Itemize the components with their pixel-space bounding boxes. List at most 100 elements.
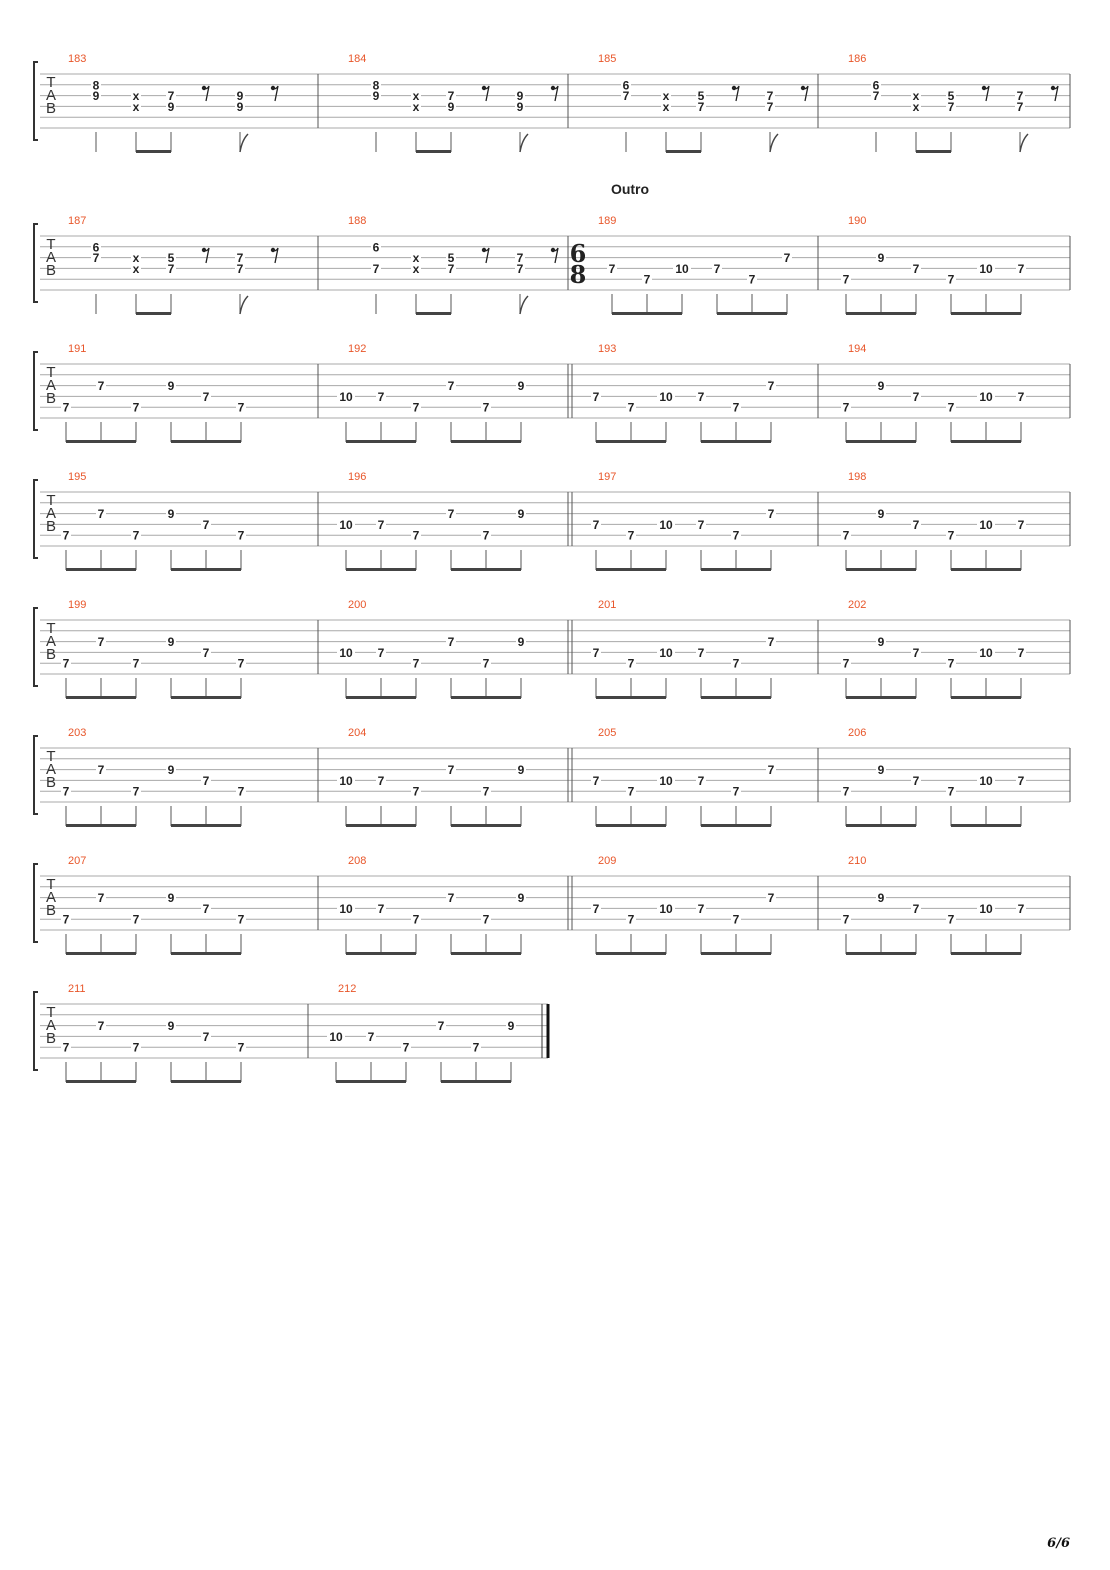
fret-number: 7 bbox=[133, 1041, 140, 1055]
fret-number-mask bbox=[841, 785, 851, 798]
fret-number-mask bbox=[731, 401, 741, 414]
fret-number-mask bbox=[131, 785, 141, 798]
fret-number-mask bbox=[337, 902, 355, 915]
fret-number-mask bbox=[235, 262, 245, 275]
fret-number-mask bbox=[371, 89, 381, 102]
eighth-rest bbox=[203, 85, 210, 102]
fret-number-mask bbox=[446, 89, 456, 102]
fret-number-mask bbox=[96, 379, 106, 392]
time-signature-top: 6 bbox=[570, 239, 587, 268]
eighth-rest bbox=[483, 247, 490, 264]
fret-number-mask bbox=[481, 401, 491, 414]
fret-number-mask bbox=[731, 913, 741, 926]
fret-number-mask bbox=[131, 529, 141, 542]
fret-number: 7 bbox=[203, 646, 210, 660]
measure-number: 199 bbox=[68, 599, 86, 611]
beam bbox=[346, 696, 416, 699]
fret-number-mask bbox=[657, 774, 675, 787]
beam bbox=[846, 440, 916, 443]
measure-number: 209 bbox=[598, 855, 616, 867]
system-bracket bbox=[33, 479, 38, 559]
tab-clef-letter: B bbox=[46, 262, 56, 279]
fret-number: 6 bbox=[373, 240, 380, 254]
fret-number-mask bbox=[337, 390, 355, 403]
fret-number-mask bbox=[696, 774, 706, 787]
beam bbox=[416, 150, 451, 153]
beam bbox=[717, 312, 787, 315]
fret-number: 7 bbox=[843, 913, 850, 927]
fret-number: 9 bbox=[168, 891, 175, 905]
measure-number: 210 bbox=[848, 855, 866, 867]
fret-number-mask bbox=[1016, 390, 1026, 403]
fret-number: 9 bbox=[518, 507, 525, 521]
fret-number: 9 bbox=[93, 89, 100, 103]
fret-number: 7 bbox=[483, 529, 490, 543]
fret-number: 7 bbox=[63, 401, 70, 415]
fret-number: 10 bbox=[979, 390, 993, 404]
beam bbox=[66, 824, 136, 827]
eighth-rest bbox=[552, 85, 559, 102]
fret-number: 7 bbox=[843, 401, 850, 415]
fret-number: 7 bbox=[593, 774, 600, 788]
fret-number: 7 bbox=[98, 635, 105, 649]
fret-number: 9 bbox=[518, 763, 525, 777]
measure-number: 204 bbox=[348, 727, 366, 739]
fret-number-mask bbox=[236, 529, 246, 542]
fret-number: 7 bbox=[913, 902, 920, 916]
fret-number-mask bbox=[1016, 646, 1026, 659]
eighth-rest bbox=[203, 247, 210, 264]
fret-number-mask bbox=[371, 240, 381, 253]
beam bbox=[701, 568, 771, 571]
fret-number-mask bbox=[946, 401, 956, 414]
fret-number-mask bbox=[657, 518, 675, 531]
beam bbox=[596, 440, 666, 443]
fret-number: 10 bbox=[659, 902, 673, 916]
fret-number-mask bbox=[516, 891, 526, 904]
fret-number: 7 bbox=[1018, 262, 1025, 276]
beam bbox=[701, 952, 771, 955]
beam bbox=[66, 952, 136, 955]
measure-number: 195 bbox=[68, 471, 86, 483]
fret-number-mask bbox=[977, 774, 995, 787]
fret-number-mask bbox=[516, 763, 526, 776]
fret-number-mask bbox=[876, 635, 886, 648]
fret-number: 5 bbox=[948, 89, 955, 103]
measure-number: 188 bbox=[348, 215, 366, 227]
beam bbox=[701, 696, 771, 699]
fret-number: 9 bbox=[237, 89, 244, 103]
fret-number-mask bbox=[1016, 262, 1026, 275]
measure-number: 198 bbox=[848, 471, 866, 483]
beam bbox=[666, 150, 701, 153]
fret-number: 9 bbox=[878, 763, 885, 777]
fret-number-mask bbox=[61, 657, 71, 670]
eighth-rest bbox=[272, 85, 279, 102]
fret-number: 7 bbox=[238, 529, 245, 543]
fret-number: 7 bbox=[133, 657, 140, 671]
beam bbox=[596, 568, 666, 571]
fret-number: 7 bbox=[483, 401, 490, 415]
dead-note: x bbox=[413, 89, 420, 103]
fret-number-mask bbox=[337, 518, 355, 531]
fret-number-mask bbox=[731, 529, 741, 542]
fret-number-mask bbox=[696, 390, 706, 403]
beam bbox=[346, 440, 416, 443]
fret-number: 7 bbox=[483, 657, 490, 671]
tab-clef-letter: A bbox=[46, 249, 56, 266]
fret-number: 8 bbox=[373, 78, 380, 92]
beam bbox=[66, 1080, 136, 1083]
fret-number-mask bbox=[131, 251, 141, 264]
beam bbox=[951, 440, 1021, 443]
dead-note: x bbox=[133, 100, 140, 114]
fret-number-mask bbox=[446, 891, 456, 904]
fret-number: 7 bbox=[843, 529, 850, 543]
fret-number-mask bbox=[506, 1019, 516, 1032]
tab-clef-letter: T bbox=[46, 74, 55, 91]
fret-number: 7 bbox=[768, 379, 775, 393]
fret-number: 7 bbox=[378, 774, 385, 788]
fret-number-mask bbox=[876, 507, 886, 520]
fret-number: 10 bbox=[659, 518, 673, 532]
fret-number-mask bbox=[481, 785, 491, 798]
fret-number: 7 bbox=[448, 379, 455, 393]
fret-number: 7 bbox=[698, 902, 705, 916]
